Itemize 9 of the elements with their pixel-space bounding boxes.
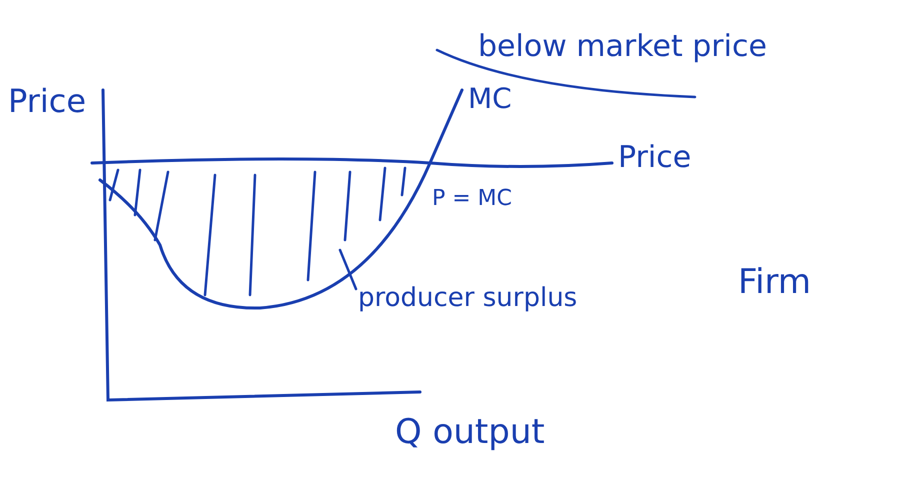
axis-label: below market price: [478, 32, 767, 62]
leader-line: [338, 248, 358, 290]
annotation-text: producer surplus: [358, 285, 578, 311]
axis-label: Q output: [395, 415, 545, 449]
point-label: P = MC: [432, 188, 512, 210]
curve-label: MC: [468, 85, 512, 113]
line-label: Price: [618, 143, 692, 173]
text-label: Firm: [738, 265, 812, 299]
axis-label: Price: [8, 85, 86, 117]
